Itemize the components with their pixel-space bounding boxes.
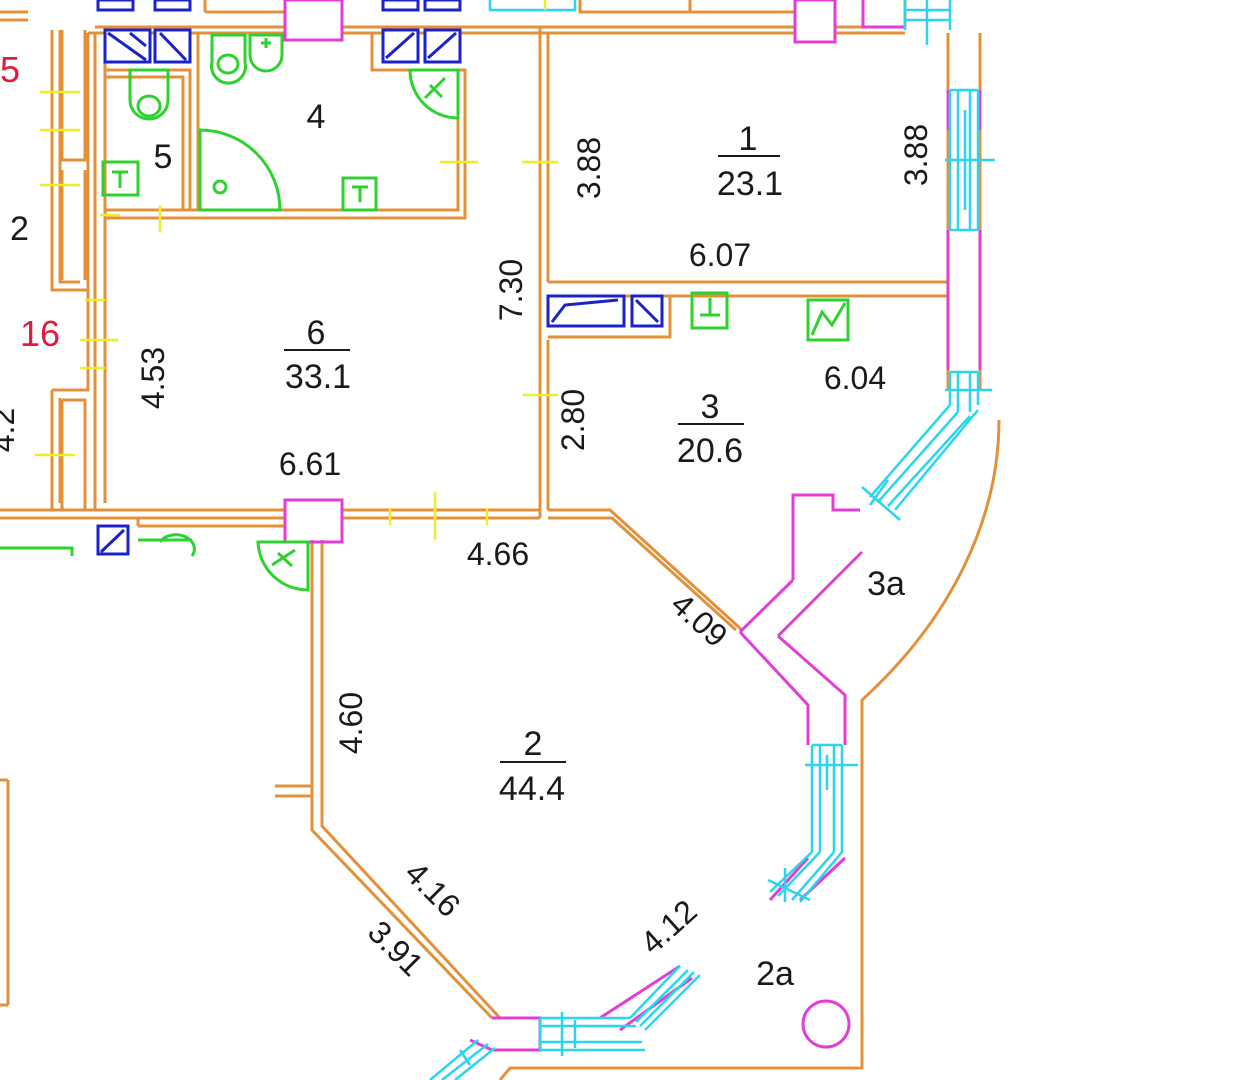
red-label-16: 16 <box>20 313 60 354</box>
room-1-number: 1 <box>739 120 758 158</box>
toilet-icon <box>210 33 247 85</box>
room-labels: 1 23.1 2 44.4 3 20.6 4 5 6 33.1 2а 3а <box>154 98 905 993</box>
radiator-icon <box>806 298 850 342</box>
room-6-area: 33.1 <box>285 358 351 396</box>
dimension-ticks <box>35 0 558 540</box>
door-swing-icon-room2 <box>256 540 310 592</box>
dim-r3-left: 2.80 <box>555 389 591 451</box>
dimension-labels: 3.88 3.88 6.07 7.30 4.53 6.61 6.04 2.80 … <box>135 124 934 983</box>
toilet-icon-room5 <box>128 68 170 121</box>
dim-r1-right: 3.88 <box>898 124 934 186</box>
room-1-area: 23.1 <box>717 165 783 203</box>
room-4-number: 4 <box>307 98 326 136</box>
dim-r1-left: 3.88 <box>571 137 607 199</box>
dim-r3-right: 6.04 <box>824 360 886 396</box>
dim-r2-left: 4.60 <box>333 692 369 754</box>
plumbing <box>0 33 850 592</box>
room-6-number: 6 <box>307 314 326 352</box>
dim-r1-bottom: 6.07 <box>689 237 751 273</box>
door-swing-icon <box>408 68 460 120</box>
shower-icon <box>198 128 282 212</box>
room-3-area: 20.6 <box>677 432 743 470</box>
room-3-number: 3 <box>701 388 720 426</box>
cropped-dim-4-2: 4.2 <box>0 408 21 452</box>
dim-r6-right: 7.30 <box>493 259 529 321</box>
sink-icon-room3 <box>690 291 729 330</box>
bidet-icon <box>248 33 284 73</box>
dim-r2-diag-top: 4.09 <box>664 586 734 654</box>
dim-r2-diag-window: 4.12 <box>633 893 703 961</box>
room-5-number: 5 <box>154 138 173 176</box>
room-2-number: 2 <box>524 725 543 763</box>
balcony-2a-label: 2а <box>756 955 794 993</box>
dim-r2-top: 4.66 <box>467 536 529 572</box>
dim-r6-left: 4.53 <box>135 347 171 409</box>
dim-r2-diag-outer: 3.91 <box>361 913 430 982</box>
balcony-3a-label: 3а <box>867 565 905 603</box>
room-2-area: 44.4 <box>499 770 565 808</box>
cropped-label-2: 2 <box>10 210 29 248</box>
dim-r2-diag-inner: 4.16 <box>398 854 467 923</box>
walls <box>0 0 1001 1080</box>
cabinets <box>96 0 664 556</box>
red-label-5: 5 <box>0 49 20 90</box>
partitions <box>283 0 982 1052</box>
windows <box>429 0 995 1080</box>
cropped-left-labels: 16 5 2 4.2 <box>0 49 60 452</box>
dim-r6-bottom: 6.61 <box>279 446 341 482</box>
sink-icon <box>341 176 378 212</box>
